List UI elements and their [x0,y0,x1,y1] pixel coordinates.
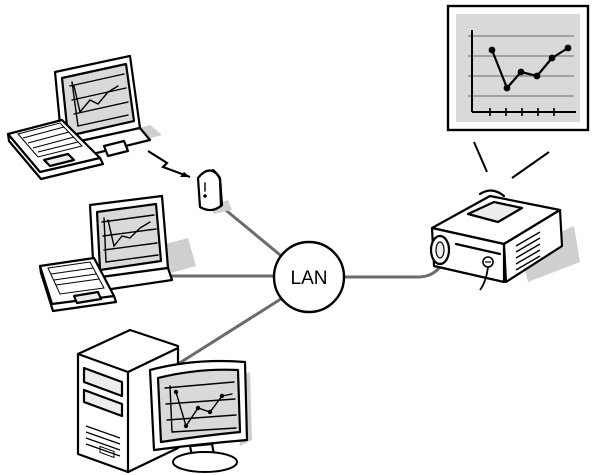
wire-lan-to-projector [341,262,444,279]
laptop-screen-chart-icon [101,214,159,263]
laptop-wireless [6,54,162,181]
lan-hub: LAN [272,240,346,314]
lan-label: LAN [291,268,328,289]
monitor-screen-chart-icon [164,381,237,433]
laptop-screen-chart-icon [69,73,129,127]
projection-light-rays [473,141,550,179]
projection-screen [446,4,590,132]
projection-screen-chart-icon [468,30,576,116]
projector [429,189,580,291]
wire-access-point-to-lan [220,205,287,261]
laptop-wired [38,194,196,313]
desktop-computer [76,328,252,474]
wireless-access-point [196,168,232,214]
computer-monitor [148,359,252,473]
wireless-signal-icon [147,150,191,179]
wire-desktop-to-lan [176,295,286,366]
